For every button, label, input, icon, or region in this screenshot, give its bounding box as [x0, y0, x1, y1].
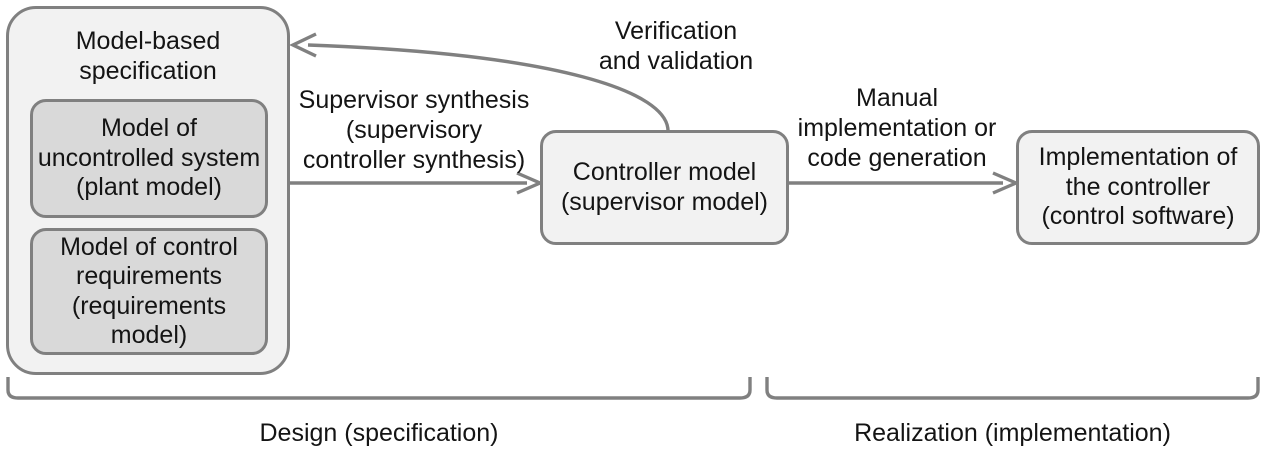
node-model-based-specification-label: Model-based specification [75, 27, 221, 85]
node-control-requirements-model[interactable]: Model of control requirements (requireme… [30, 228, 268, 355]
edge-manual-implementation [789, 171, 1021, 195]
node-controller-model[interactable]: Controller model (supervisor model) [540, 130, 789, 245]
node-uncontrolled-system-model-label: Model of uncontrolled system (plant mode… [37, 114, 261, 202]
node-controller-model-label: Controller model (supervisor model) [560, 158, 768, 216]
edge-label-manual-implementation: Manual implementation or code generation [797, 84, 997, 172]
edge-label-verification-and-validation: Verification and validation [598, 17, 754, 75]
edge-supervisor-synthesis [290, 171, 545, 195]
edge-label-supervisor-synthesis: Supervisor synthesis (supervisory contro… [298, 86, 530, 174]
node-uncontrolled-system-model[interactable]: Model of uncontrolled system (plant mode… [30, 99, 268, 218]
bracket-design-phase [6, 377, 752, 400]
node-controller-implementation-label: Implementation of the controller (contro… [1038, 143, 1238, 231]
node-controller-implementation[interactable]: Implementation of the controller (contro… [1016, 130, 1260, 245]
bracket-caption-design-phase: Design (specification) [259, 419, 499, 447]
node-control-requirements-model-label: Model of control requirements (requireme… [60, 232, 238, 350]
bracket-caption-realization-phase: Realization (implementation) [854, 419, 1171, 447]
bracket-realization-phase [765, 377, 1260, 400]
